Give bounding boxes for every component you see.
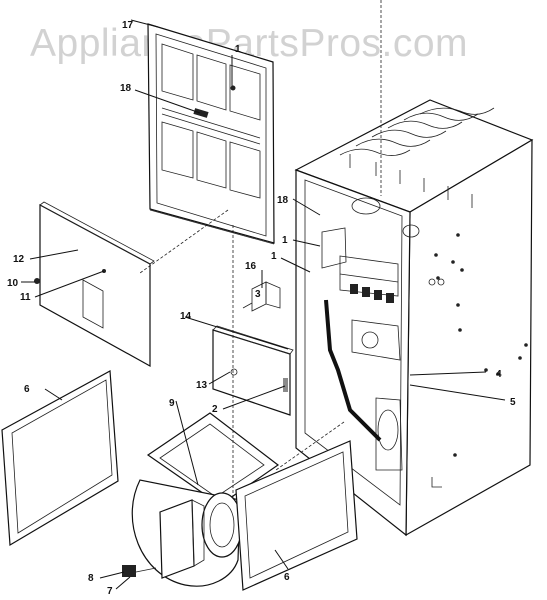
callout-17: 17 (122, 20, 134, 31)
callout-13: 13 (196, 380, 208, 391)
callout-5: 5 (510, 397, 516, 408)
access-door (212, 325, 294, 416)
callout-10: 10 (7, 278, 19, 289)
filter-frame-right (235, 440, 358, 591)
assembly-lines (139, 0, 382, 500)
callout-14: 14 (180, 311, 192, 322)
callout-16: 16 (245, 261, 257, 272)
callout-1-top: 1 (235, 44, 241, 55)
leader-lines (21, 19, 506, 590)
callout-9: 9 (169, 398, 175, 409)
furnace-cabinet (294, 99, 534, 537)
callout-labels: 17 1 18 18 1 1 16 3 12 10 11 14 13 2 4 5… (7, 20, 516, 597)
callout-18-cabinet: 18 (277, 195, 289, 206)
callout-2: 2 (212, 404, 218, 415)
bracket-part (242, 281, 281, 312)
blower-assembly (122, 412, 280, 587)
callout-4: 4 (496, 369, 502, 380)
callout-1-upper: 1 (282, 235, 288, 246)
callout-11: 11 (20, 292, 31, 303)
grille-panel (147, 23, 275, 245)
callout-7: 7 (107, 586, 113, 597)
callout-8: 8 (88, 573, 94, 584)
filter-frame-left (1, 370, 119, 547)
callout-6-left: 6 (24, 384, 30, 395)
side-panel (34, 201, 155, 368)
callout-12: 12 (13, 254, 25, 265)
callout-3: 3 (255, 289, 261, 300)
callout-6-right: 6 (284, 572, 290, 583)
callout-1-lower: 1 (271, 251, 277, 262)
callout-18-grille: 18 (120, 83, 132, 94)
